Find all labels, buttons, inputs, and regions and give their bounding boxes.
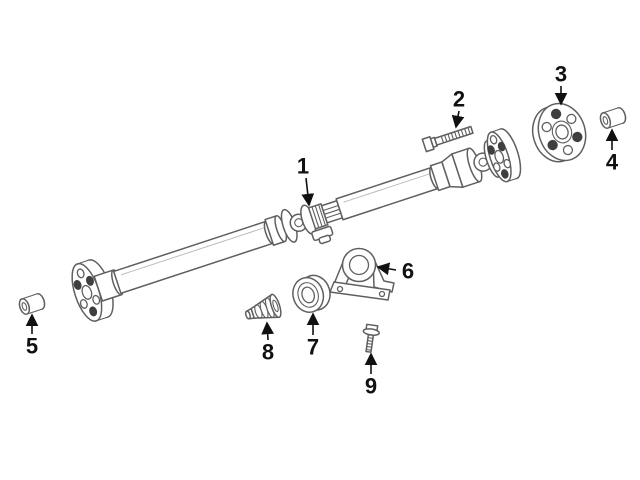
callout-1: 1 <box>297 154 315 207</box>
callout-3: 3 <box>554 62 568 106</box>
centering-sleeve-rear <box>599 107 627 129</box>
callout-9-number: 9 <box>365 374 377 399</box>
callout-1-number: 1 <box>297 154 309 179</box>
callout-7: 7 <box>306 312 320 360</box>
callout-6: 6 <box>376 259 414 284</box>
callout-1-arrow <box>301 177 315 207</box>
callout-6-number: 6 <box>402 259 414 284</box>
callout-7-number: 7 <box>307 335 319 360</box>
flex-disc <box>531 102 587 163</box>
callout-6-arrow <box>376 262 397 276</box>
centering-sleeve-front <box>18 293 46 315</box>
callout-8-arrow <box>261 321 275 341</box>
center-support-bracket <box>329 247 395 301</box>
callout-8: 8 <box>261 321 275 365</box>
support-bolt <box>362 323 380 353</box>
callout-5-number: 5 <box>26 334 38 359</box>
callout-2: 2 <box>451 87 465 129</box>
callout-3-number: 3 <box>555 62 567 87</box>
callout-8-number: 8 <box>262 340 274 365</box>
callout-4-number: 4 <box>606 150 619 175</box>
callout-9: 9 <box>364 352 378 399</box>
callout-4: 4 <box>605 128 619 175</box>
callout-5: 5 <box>25 313 39 359</box>
callout-2-number: 2 <box>453 87 465 112</box>
center-bearing <box>292 274 331 313</box>
coupling-bolt <box>421 125 474 153</box>
driveshaft-assembly <box>71 128 522 322</box>
rear-joint-flange <box>429 128 522 192</box>
front-flange-disc <box>71 259 114 322</box>
rubber-damper <box>244 293 282 320</box>
callout-2-arrow <box>451 110 465 129</box>
center-joint <box>264 199 344 246</box>
